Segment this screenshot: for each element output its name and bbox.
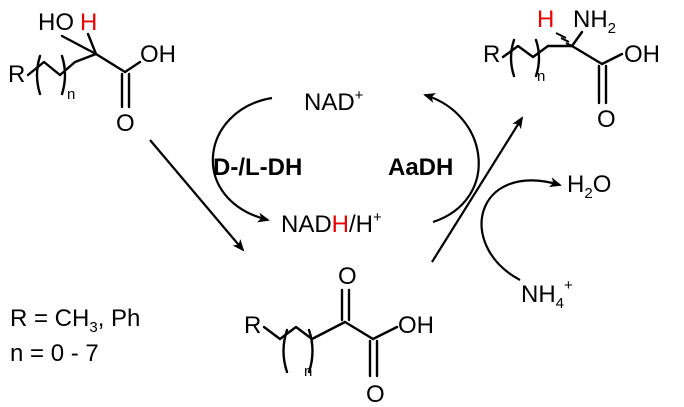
legend-n-line: n = 0 - 7 [10,340,99,367]
product-c-n-bond [570,30,584,48]
reactant-c-oh-bond [123,60,142,74]
reactant-oh-label: OH [140,41,176,68]
nadh-label: NADH/H+ [281,209,382,238]
product-backbone-bonds [501,44,574,59]
ammonium-water-arrow [480,177,562,281]
intermediate-bracket-right [307,328,314,374]
water-label: H2O [567,171,611,202]
product-r-label: R [483,41,500,68]
product-c-oh-bond [600,52,624,66]
reactant-bracket-left [35,54,42,96]
reactant-n-label: n [67,86,75,103]
reactant-hydroxy-acid: HO H R n OH O [8,9,176,137]
reactant-bracket-right [60,54,67,96]
product-h-label: H [537,6,554,33]
ammonium-label: NH4+ [521,277,573,312]
product-bracket-left [509,38,516,78]
intermediate-oxo-acid: O R n OH O [244,263,434,407]
dh-cofactor-arrow [211,96,273,223]
intermediate-r-label: R [244,312,261,339]
dh-enzyme-label: D-/L-DH [213,154,302,181]
aadh-enzyme-label: AaDH [388,154,453,181]
intermediate-c-oh-bond [371,325,399,341]
intermediate-oh-label: OH [398,312,434,339]
intermediate-bracket-left [282,328,289,374]
intermediate-o-bottom-label: O [366,381,385,407]
reactant-c-c-bond [94,52,127,74]
legend-r-line: R = CH3, Ph [10,305,140,336]
reactant-c-h-bond [86,32,98,56]
aadh-cofactor-arrow [423,93,480,224]
reactant-h-label: H [80,9,97,36]
reactant-chain-bonds [26,60,62,77]
reactant-o-label: O [116,110,135,137]
amination-arrow [431,116,524,263]
product-oh-label: OH [624,41,660,68]
reactant-c-o-bond [60,34,98,56]
intermediate-c-c-bond-a [310,320,347,341]
reactant-r-label: R [8,61,25,88]
product-bracket-right [534,38,541,78]
intermediate-c-c-bond-b [343,320,375,341]
nad-plus-label: NAD+ [304,87,364,116]
reactant-ho-label: HO [38,9,74,36]
product-nh-label: NH2 [573,6,616,37]
intermediate-o-top-label: O [338,263,357,290]
oxidation-arrow [149,139,245,252]
product-hashed-wedge [555,32,573,47]
product-o-label: O [597,106,616,133]
product-amino-acid: H NH2 R n OH O [483,6,660,133]
product-c-c-bond [570,44,604,66]
product-n-label: n [537,68,545,85]
intermediate-chain-bonds [262,325,314,341]
